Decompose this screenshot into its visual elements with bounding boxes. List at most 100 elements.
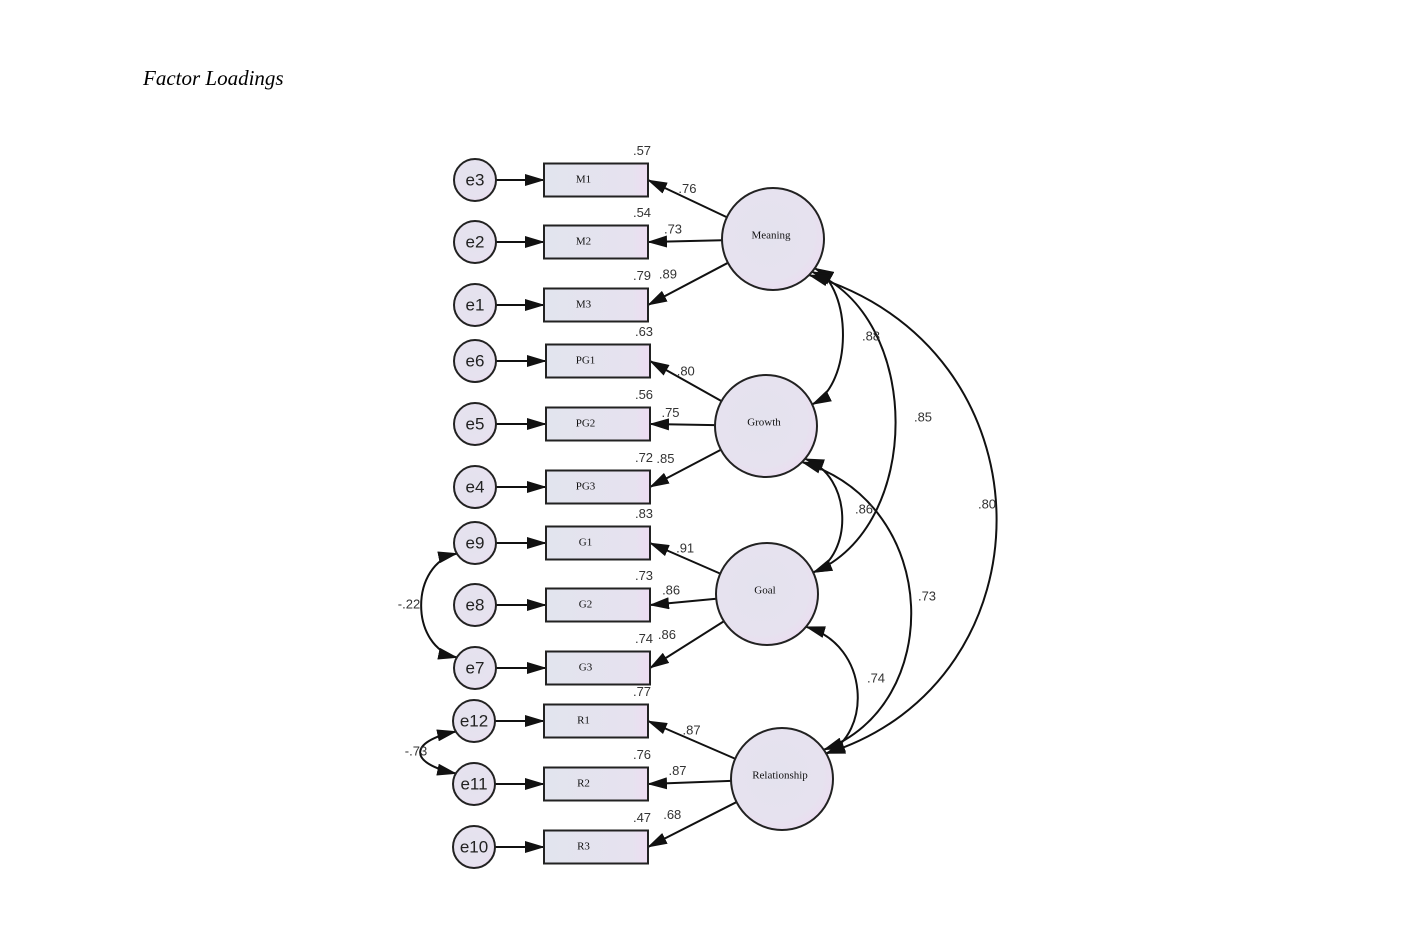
error-term-label: e12 (460, 711, 488, 730)
covariance-arc (811, 267, 844, 406)
covariance-value: .85 (914, 409, 932, 424)
error-term-label: e1 (466, 295, 485, 314)
observed-variable-box (543, 766, 649, 802)
observed-variable-label: R3 (577, 841, 590, 853)
squared-multiple-correlation: .56 (635, 387, 653, 402)
factor-loading-value: .76 (678, 181, 696, 196)
loading-path-arrow (647, 801, 737, 848)
error-term-label: e6 (466, 351, 485, 370)
error-term-label: e8 (466, 595, 485, 614)
error-term-circle (452, 762, 496, 806)
observed-variable-label: M2 (576, 236, 591, 248)
loading-path-arrow (649, 542, 721, 575)
covariance-value: .88 (862, 328, 880, 343)
latent-variable-label: Meaning (751, 230, 791, 242)
observed-variable-label: R2 (577, 778, 590, 790)
error-term-label: e11 (460, 774, 487, 793)
observed-variable-box (543, 224, 649, 260)
loading-path-arrow (647, 235, 723, 248)
squared-multiple-correlation: .63 (635, 324, 653, 339)
latent-variable-circle (721, 187, 825, 291)
observed-variable-box (545, 469, 651, 505)
error-term-label: e9 (466, 533, 485, 552)
latent-variable-label: Relationship (752, 770, 808, 782)
loading-path-arrow (649, 418, 716, 431)
factor-loading-value: .86 (662, 582, 680, 597)
observed-variable-label: M1 (576, 174, 591, 186)
error-term-circle (453, 158, 497, 202)
factor-loading-value: .85 (656, 451, 674, 466)
error-term-circle (452, 825, 496, 869)
factor-loading-value: .87 (668, 763, 686, 778)
factor-loading-value: .75 (661, 405, 679, 420)
error-term-circle (453, 465, 497, 509)
factor-loading-value: .91 (676, 541, 694, 556)
error-term-label: e4 (466, 477, 485, 496)
error-term-circle (453, 220, 497, 264)
observed-variable-box (545, 343, 651, 379)
observed-variable-box (545, 406, 651, 442)
error-covariance-value: -.73 (405, 743, 427, 758)
squared-multiple-correlation: .54 (633, 205, 651, 220)
error-term-circle (452, 699, 496, 743)
loading-path-arrow (649, 597, 717, 610)
squared-multiple-correlation: .77 (633, 684, 651, 699)
error-term-label: e10 (460, 837, 488, 856)
observed-variable-label: PG2 (576, 418, 596, 430)
covariance-value: .86 (855, 501, 873, 516)
covariance-value: .74 (867, 670, 885, 685)
covariance-value: .73 (918, 588, 936, 603)
error-term-circle (453, 646, 497, 690)
latent-variable-circle (715, 542, 819, 646)
loading-path-arrow (649, 360, 722, 402)
observed-variable-label: R1 (577, 715, 590, 727)
covariance-arc (801, 461, 913, 751)
covariance-arc (808, 274, 998, 755)
squared-multiple-correlation: .47 (633, 810, 651, 825)
observed-variable-label: PG3 (576, 481, 596, 493)
factor-loading-value: .73 (664, 222, 682, 237)
error-term-circle (453, 583, 497, 627)
latent-variable-label: Growth (747, 417, 781, 429)
covariance-arc (805, 625, 859, 755)
error-term-label: e5 (466, 414, 485, 433)
covariance-arc (804, 457, 844, 574)
loading-path-arrow (647, 179, 728, 219)
error-covariance-arc (419, 729, 458, 776)
error-term-circle (453, 521, 497, 565)
loading-path-arrow (647, 777, 732, 790)
squared-multiple-correlation: .76 (633, 747, 651, 762)
observed-variable-box (543, 829, 649, 865)
squared-multiple-correlation: .83 (635, 506, 653, 521)
observed-variable-box (543, 287, 649, 323)
figure-title: Factor Loadings (143, 66, 284, 90)
latent-variable-circle (730, 727, 834, 831)
error-term-label: e3 (466, 170, 485, 189)
observed-variable-label: G2 (579, 599, 592, 611)
error-term-circle (453, 402, 497, 446)
observed-variable-box (543, 703, 649, 739)
observed-variable-label: G3 (579, 662, 593, 674)
squared-multiple-correlation: .73 (635, 568, 653, 583)
error-covariance-value: -.22 (398, 596, 420, 611)
squared-multiple-correlation: .72 (635, 450, 653, 465)
factor-loading-value: .80 (677, 363, 695, 378)
factor-loading-value: .86 (658, 627, 676, 642)
observed-variable-label: G1 (579, 537, 592, 549)
error-term-label: e7 (466, 658, 485, 677)
error-term-label: e2 (466, 232, 485, 251)
squared-multiple-correlation: .57 (633, 143, 651, 158)
observed-variable-box (545, 650, 651, 686)
observed-variable-label: M3 (576, 299, 592, 311)
latent-variable-circle (714, 374, 818, 478)
factor-loading-value: .87 (683, 722, 701, 737)
error-term-circle (453, 283, 497, 327)
factor-loading-value: .68 (663, 807, 681, 822)
loading-path-arrow (647, 261, 729, 306)
factor-loading-value: .89 (659, 266, 677, 281)
loading-path-arrow (649, 448, 722, 488)
observed-variable-box (545, 525, 651, 561)
observed-variable-box (543, 162, 649, 198)
latent-variable-label: Goal (754, 585, 775, 597)
